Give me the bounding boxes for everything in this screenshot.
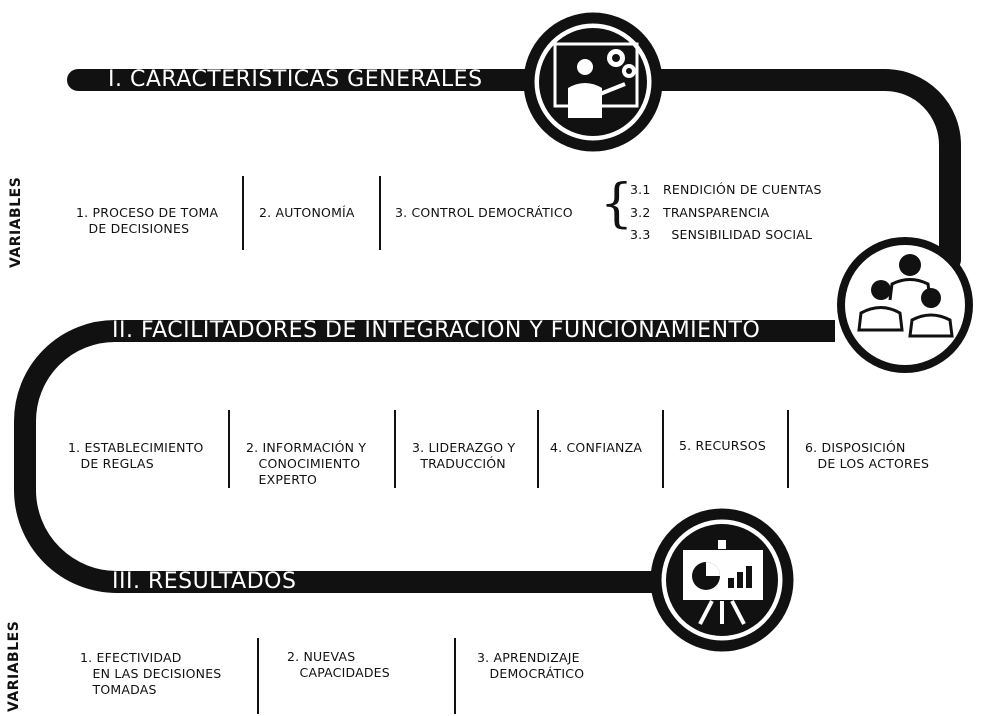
section-1-subitem-3: 3.3 SENSIBILIDAD SOCIAL [630,227,813,242]
presenter-with-gears-icon [523,12,663,152]
separator [537,410,539,488]
separator [379,176,381,250]
section-1-subitem-1: 3.1 RENDICIÓN DE CUENTAS [630,182,822,197]
section-2-variable-2: 2. INFORMACIÓN Y CONOCIMIENTO EXPERTO [246,440,367,487]
section-2-variable-4: 4. CONFIANZA [550,440,643,455]
section-2-variable-1: 1. ESTABLECIMIENTO DE REGLAS [68,440,204,471]
section-3-title: III. RESULTADOS [112,569,297,594]
section-2-variable-6: 6. DISPOSICIÓN DE LOS ACTORES [805,440,930,471]
presentation-board-chart-icon [650,508,794,652]
variables-label-2: VARIABLES [17,415,33,507]
separator [394,410,396,488]
separator [662,410,664,488]
section-3-variable-3: 3. APRENDIZAJE DEMOCRÁTICO [477,650,585,681]
section-2-variable-3: 3. LIDERAZGO Y TRADUCCIÓN [412,440,516,471]
separator [228,410,230,488]
variables-label-3: VARIABLES [6,620,22,712]
section-1-subitem-2: 3.2 TRANSPARENCIA [630,205,770,220]
separator [454,638,456,714]
section-1-title: I. CARACTERÍSTICAS GENERALES [108,67,483,92]
separator [787,410,789,488]
curly-brace: { [600,174,634,234]
section-1-variable-1: 1. PROCESO DE TOMA DE DECISIONES [76,205,219,236]
separator [257,638,259,714]
section-3-variable-1: 1. EFECTIVIDAD EN LAS DECISIONES TOMADAS [80,650,222,697]
winding-path-middle [14,320,835,593]
separator [242,176,244,250]
section-3-variable-2: 2. NUEVAS CAPACIDADES [287,649,390,680]
section-1-variable-3: 3. CONTROL DEMOCRÁTICO [395,205,573,220]
section-2-title: II. FACILITADORES DE INTEGRACIÓN Y FUNCI… [112,318,761,343]
group-of-people-icon [837,237,973,373]
section-1-variable-2: 2. AUTONOMÍA [259,205,355,220]
section-2-variable-5: 5. RECURSOS [679,438,766,453]
variables-label-1: VARIABLES [8,176,24,268]
winding-path [67,69,961,271]
